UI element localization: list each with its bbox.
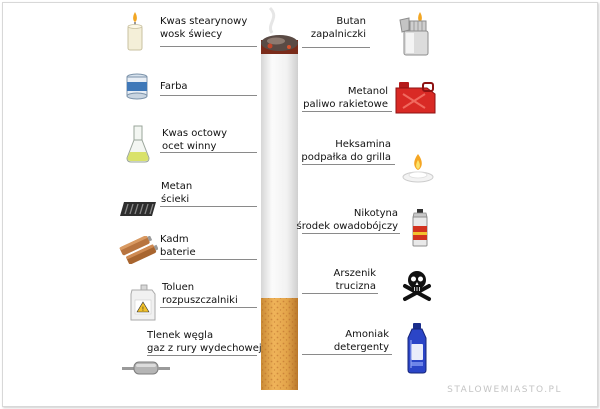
label-hexamine: Heksamina podpałka do grilla	[301, 138, 391, 164]
label-title: Kwas stearynowy	[160, 16, 248, 27]
cigarette-paper	[261, 50, 298, 300]
label-title: Metanol	[347, 86, 388, 97]
label-title: Amoniak	[345, 329, 389, 340]
label-arsenic: Arszenik trucizna	[334, 267, 376, 293]
label-source: baterie	[160, 247, 196, 258]
leader-line	[160, 95, 257, 96]
label-title: Nikotyna	[353, 208, 398, 219]
label-title: Tlenek węgla	[147, 330, 214, 341]
label-source: paliwo rakietowe	[303, 99, 388, 110]
label-title: Heksamina	[335, 139, 391, 150]
label-source: środek owadobójczy	[296, 221, 399, 232]
leader-line	[147, 355, 257, 356]
ember-glow	[267, 43, 273, 49]
leader-line	[302, 111, 392, 112]
leader-line	[302, 354, 392, 355]
label-source: wosk świecy	[160, 29, 223, 40]
leader-line	[160, 206, 257, 207]
leader-line	[302, 47, 370, 48]
battery-icon	[118, 236, 158, 264]
label-butane: Butan zapalniczki	[311, 15, 366, 41]
fire-starter-icon	[396, 150, 440, 186]
ember-glow	[287, 45, 291, 49]
label-source: rozpuszczalniki	[162, 295, 238, 306]
label-paint: Farba	[160, 80, 188, 93]
smoke	[268, 6, 276, 34]
label-ammonia: Amoniak detergenty	[334, 328, 389, 354]
ash-highlight	[267, 37, 285, 45]
filter-texture	[261, 298, 298, 390]
label-title: Toluen	[162, 282, 195, 293]
label-title: Metan	[161, 181, 193, 192]
leader-line	[160, 152, 257, 153]
label-title: Arszenik	[333, 268, 376, 279]
label-source: detergenty	[333, 342, 389, 353]
leader-line	[302, 293, 378, 294]
leader-line	[160, 307, 257, 308]
label-title: Kadm	[160, 234, 189, 245]
leader-line	[160, 46, 257, 47]
skull-crossbones-icon	[400, 268, 434, 302]
paint-can-icon	[124, 72, 150, 100]
lighter-icon	[396, 10, 432, 58]
solvent-canister-icon: !	[128, 284, 158, 322]
label-title: Butan	[336, 16, 366, 27]
label-methane: Metan ścieki	[161, 180, 192, 206]
label-title: Kwas octowy	[162, 128, 228, 139]
label-source: trucizna	[335, 281, 376, 292]
label-stearic-acid: Kwas stearynowy wosk świecy	[160, 15, 247, 41]
label-nicotine: Nikotyna środek owadobójczy	[297, 207, 399, 233]
insecticide-can-icon	[410, 208, 430, 248]
leader-line	[302, 164, 395, 165]
drain-grate-icon	[118, 200, 160, 218]
label-source: podpałka do grilla	[301, 152, 391, 163]
watermark: STALOWEMIASTO.PL	[447, 385, 562, 395]
exhaust-pipe-icon	[122, 358, 172, 380]
flask-icon	[124, 124, 152, 164]
label-carbon-monoxide: Tlenek węgla gaz z rury wydechowej	[147, 329, 262, 355]
svg-text:!: !	[142, 306, 144, 313]
label-source: ocet winny	[162, 141, 217, 152]
label-cadmium: Kadm baterie	[160, 233, 196, 259]
fuel-canister-icon	[393, 80, 439, 116]
label-source: gaz z rury wydechowej	[147, 343, 262, 354]
leader-line	[302, 233, 400, 234]
label-methanol: Metanol paliwo rakietowe	[303, 85, 388, 111]
label-source: ścieki	[161, 194, 190, 205]
label-toluene: Toluen rozpuszczalniki	[162, 281, 238, 307]
label-source: zapalniczki	[310, 29, 366, 40]
leader-line	[160, 259, 257, 260]
label-acetic-acid: Kwas octowy ocet winny	[162, 127, 227, 153]
label-title: Farba	[160, 81, 188, 92]
candle-icon	[123, 10, 147, 52]
detergent-bottle-icon	[404, 322, 430, 374]
